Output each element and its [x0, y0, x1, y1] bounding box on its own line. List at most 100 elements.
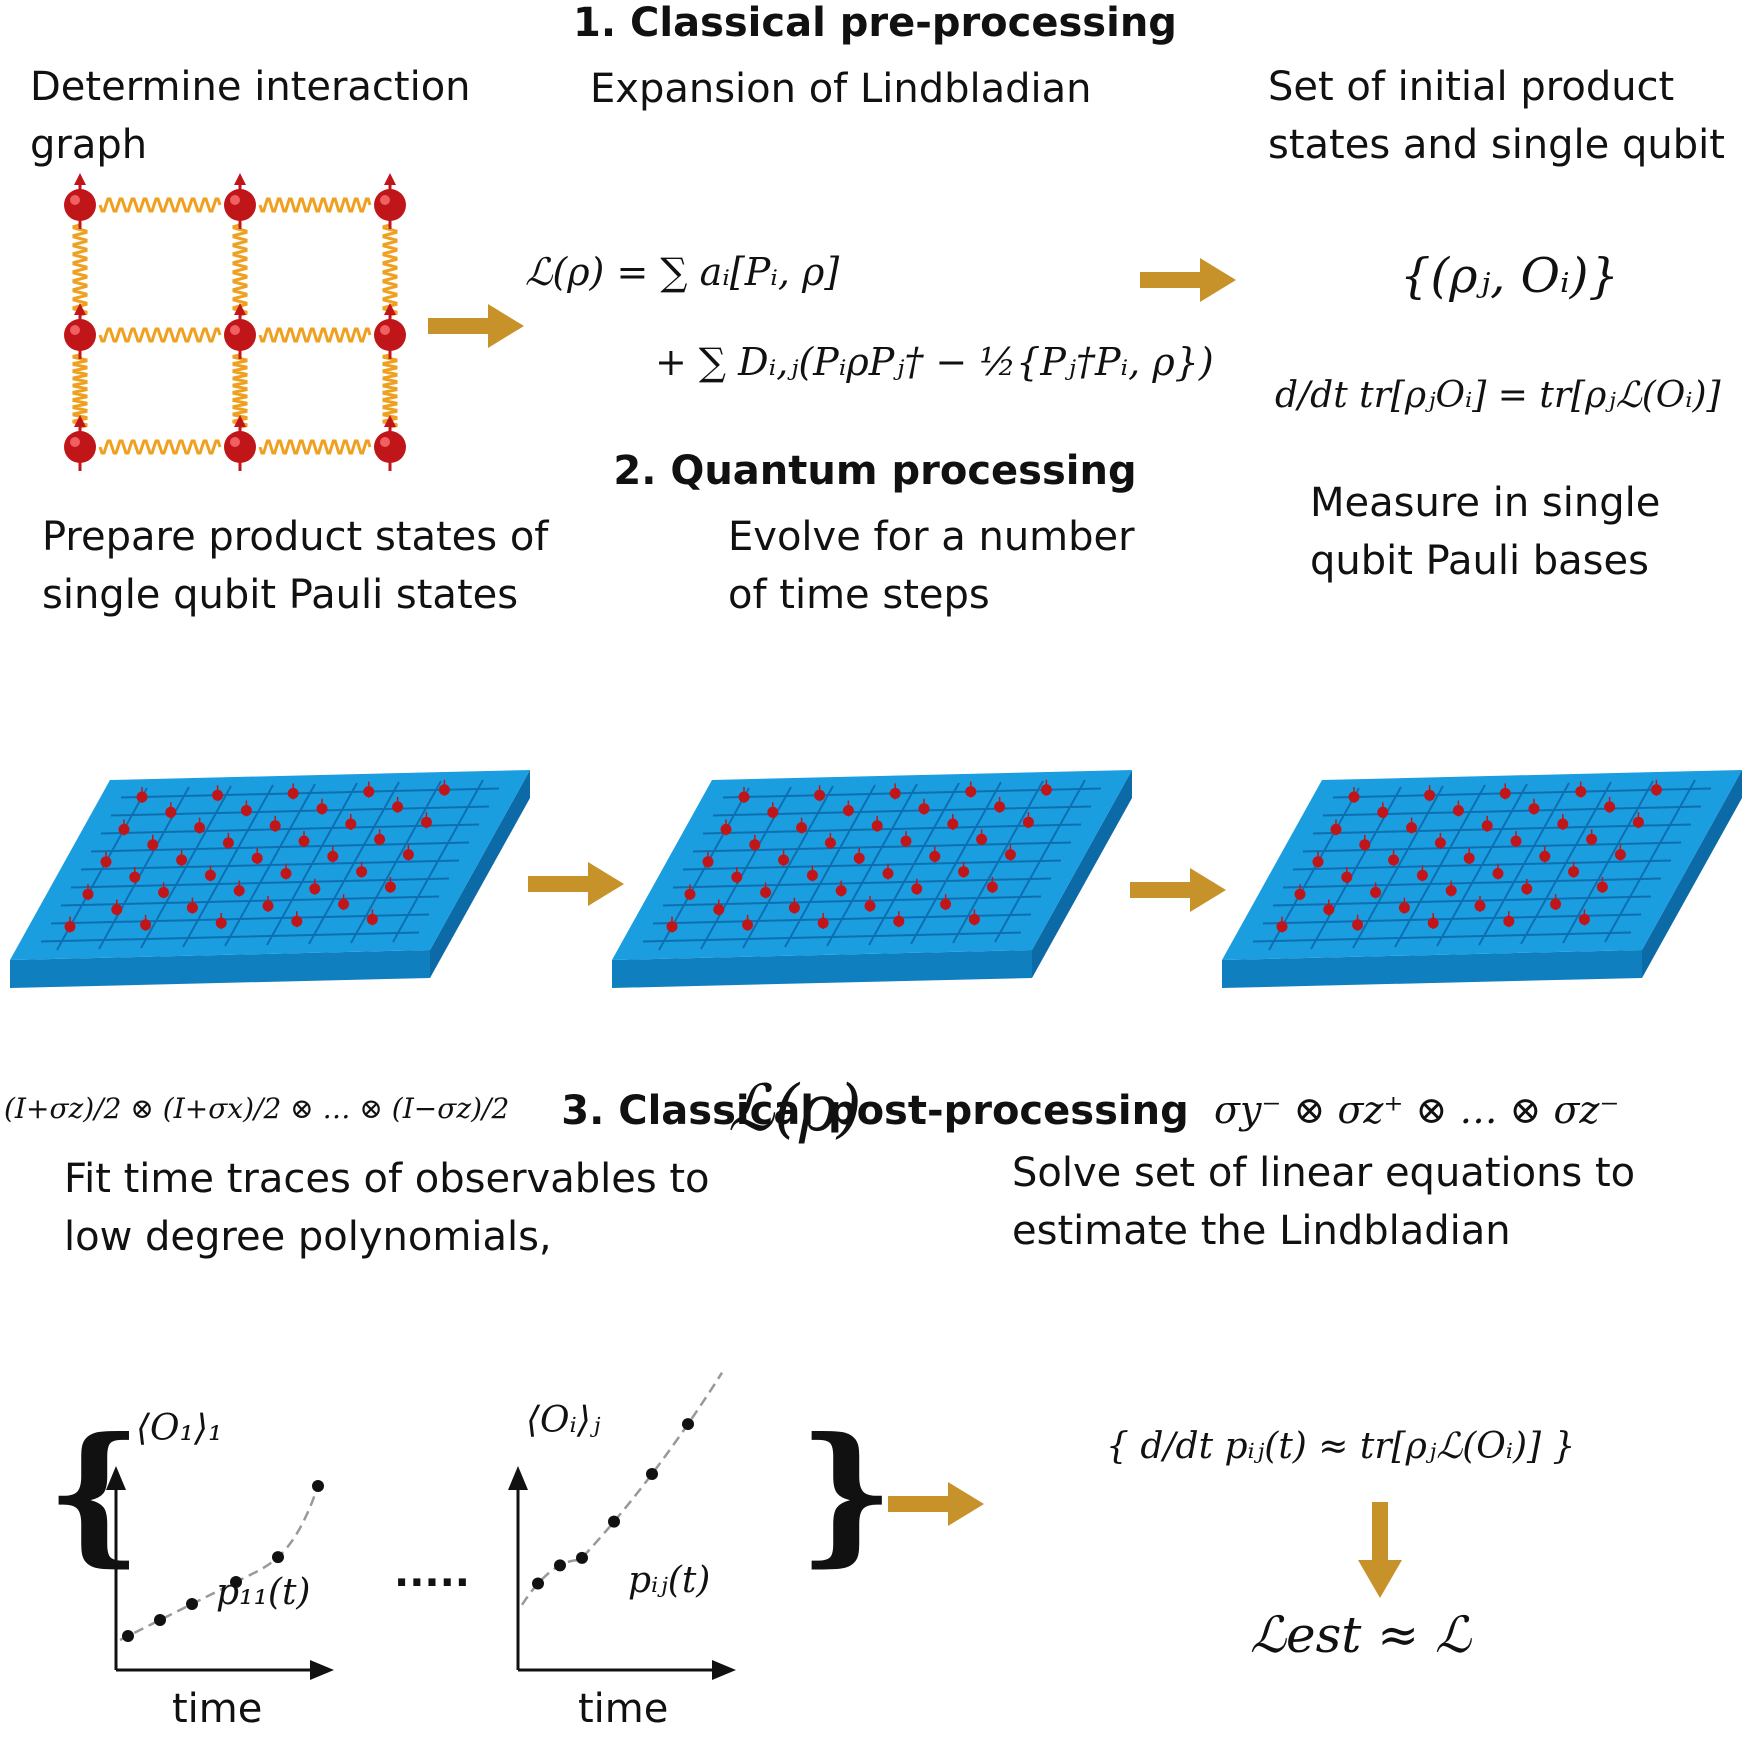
data-point	[576, 1551, 588, 1564]
time-trace-plot-1	[106, 1466, 334, 1680]
qubit-icon	[1481, 815, 1493, 832]
chip-grid-line	[1604, 779, 1696, 943]
state-observable-set: {(ρⱼ, Oᵢ)}	[1400, 248, 1619, 304]
qubit-icon	[1521, 878, 1533, 895]
spring-coupling	[258, 439, 372, 455]
qubit-icon	[1388, 850, 1400, 866]
qubit-icon	[864, 895, 876, 912]
qubit-icon	[269, 815, 281, 832]
qubit-icon	[929, 846, 941, 863]
data-point	[554, 1559, 566, 1572]
qubit-icon	[100, 851, 112, 868]
qubit-icon	[129, 867, 141, 884]
chip-side	[430, 770, 530, 978]
chip-side	[1222, 950, 1642, 988]
qubit-icon	[1330, 819, 1342, 836]
interaction-graph	[64, 173, 406, 471]
plot1-curve-label: p₁₁(t)	[216, 1572, 311, 1613]
qubit-icon	[1323, 899, 1335, 916]
qubit-icon	[186, 897, 198, 914]
chip-grid-line	[392, 779, 484, 943]
qubit-icon	[1341, 867, 1353, 884]
arrow-right-icon	[1140, 258, 1236, 302]
qubit-icon	[1416, 865, 1428, 882]
qubit-icon	[835, 880, 847, 897]
data-point	[608, 1515, 620, 1528]
chip-side	[1032, 770, 1132, 978]
qubit-icon	[1022, 812, 1034, 829]
qubit-icon	[986, 877, 998, 893]
qubit-icon	[976, 829, 988, 846]
chip-side	[612, 950, 1032, 988]
qubit-icon	[1575, 781, 1587, 798]
arrow-right-icon	[1130, 868, 1226, 912]
qubit-icon	[1427, 913, 1439, 929]
qubit-icon	[1352, 914, 1364, 931]
qubit-icon	[994, 796, 1006, 813]
qubit-icon	[1499, 783, 1511, 800]
qubit-icon	[742, 914, 754, 931]
qubit-icon	[947, 814, 959, 830]
qubit-icon	[1359, 834, 1371, 851]
qubit-icon	[204, 865, 216, 882]
qubit-icon	[212, 785, 224, 802]
qubit-icon	[356, 861, 368, 878]
spin-icon	[64, 303, 96, 359]
linear-equation-set: { d/dt pᵢⱼ(t) ≈ tr[ρⱼℒ(Oᵢ)] }	[1106, 1426, 1576, 1467]
caption-initial-states: Set of initial product states and single…	[1268, 64, 1725, 168]
qubit-icon	[251, 848, 263, 865]
qubit-icon	[298, 831, 310, 848]
qubit-chip-measure	[1222, 770, 1742, 988]
lindbladian-line-1: ℒ(ρ) = ∑ aᵢ[Pᵢ, ρ]	[525, 250, 840, 294]
qubit-icon	[316, 798, 328, 815]
qubit-icon	[731, 867, 743, 884]
x-axis-arrow	[310, 1660, 334, 1680]
qubit-icon	[918, 798, 930, 815]
qubit-icon	[1424, 785, 1436, 802]
qubit-icon	[240, 800, 252, 817]
qubit-icon	[1503, 911, 1515, 928]
arrow-right-icon	[428, 304, 524, 348]
qubit-icon	[666, 916, 678, 933]
qubit-icon	[1568, 861, 1580, 878]
qubit-icon	[345, 814, 357, 830]
qubit-icon	[280, 863, 292, 880]
spring-coupling	[98, 327, 222, 343]
qubit-icon	[136, 787, 148, 803]
spring-coupling	[72, 353, 88, 429]
chip-side	[1642, 770, 1742, 978]
qubit-icon	[118, 819, 130, 836]
data-point	[230, 1576, 242, 1588]
qubit-icon	[165, 802, 177, 819]
qubit-icon	[1398, 897, 1410, 914]
chip-grid-line	[40, 931, 420, 943]
spring-coupling	[232, 223, 248, 317]
caption-prepare: Prepare product states of single qubit P…	[42, 514, 549, 618]
qubit-icon	[140, 914, 152, 931]
qubit-icon	[1528, 798, 1540, 815]
data-point	[682, 1418, 694, 1431]
qubit-icon	[1510, 831, 1522, 848]
qubit-icon	[1452, 800, 1464, 817]
lindbladian-line-2: + ∑ Dᵢ,ⱼ(PᵢρPⱼ† − ½{Pⱼ†Pᵢ, ρ})	[655, 340, 1214, 384]
spin-icon	[374, 415, 406, 471]
qubit-icon	[778, 850, 790, 866]
qubit-icon	[817, 913, 829, 929]
derivative-equation: d/dt tr[ρⱼOᵢ] = tr[ρⱼℒ(Oᵢ)]	[1275, 375, 1721, 416]
chip-grid-line	[50, 913, 430, 925]
data-point	[154, 1614, 166, 1626]
qubit-icon	[158, 882, 170, 899]
caption-fit: Fit time traces of observables to low de…	[64, 1156, 710, 1260]
qubit-icon	[796, 817, 808, 834]
data-point	[186, 1598, 198, 1610]
qubit-icon	[438, 779, 450, 796]
spring-coupling	[258, 197, 372, 213]
right-brace: }	[798, 1405, 895, 1581]
y-axis-arrow	[106, 1466, 126, 1490]
qubit-icon	[1040, 779, 1052, 796]
spring-coupling	[232, 353, 248, 429]
x-axis-arrow	[712, 1660, 736, 1680]
chip-grid-line	[994, 779, 1086, 943]
spring-coupling	[72, 223, 88, 317]
qubit-icon	[309, 878, 321, 895]
